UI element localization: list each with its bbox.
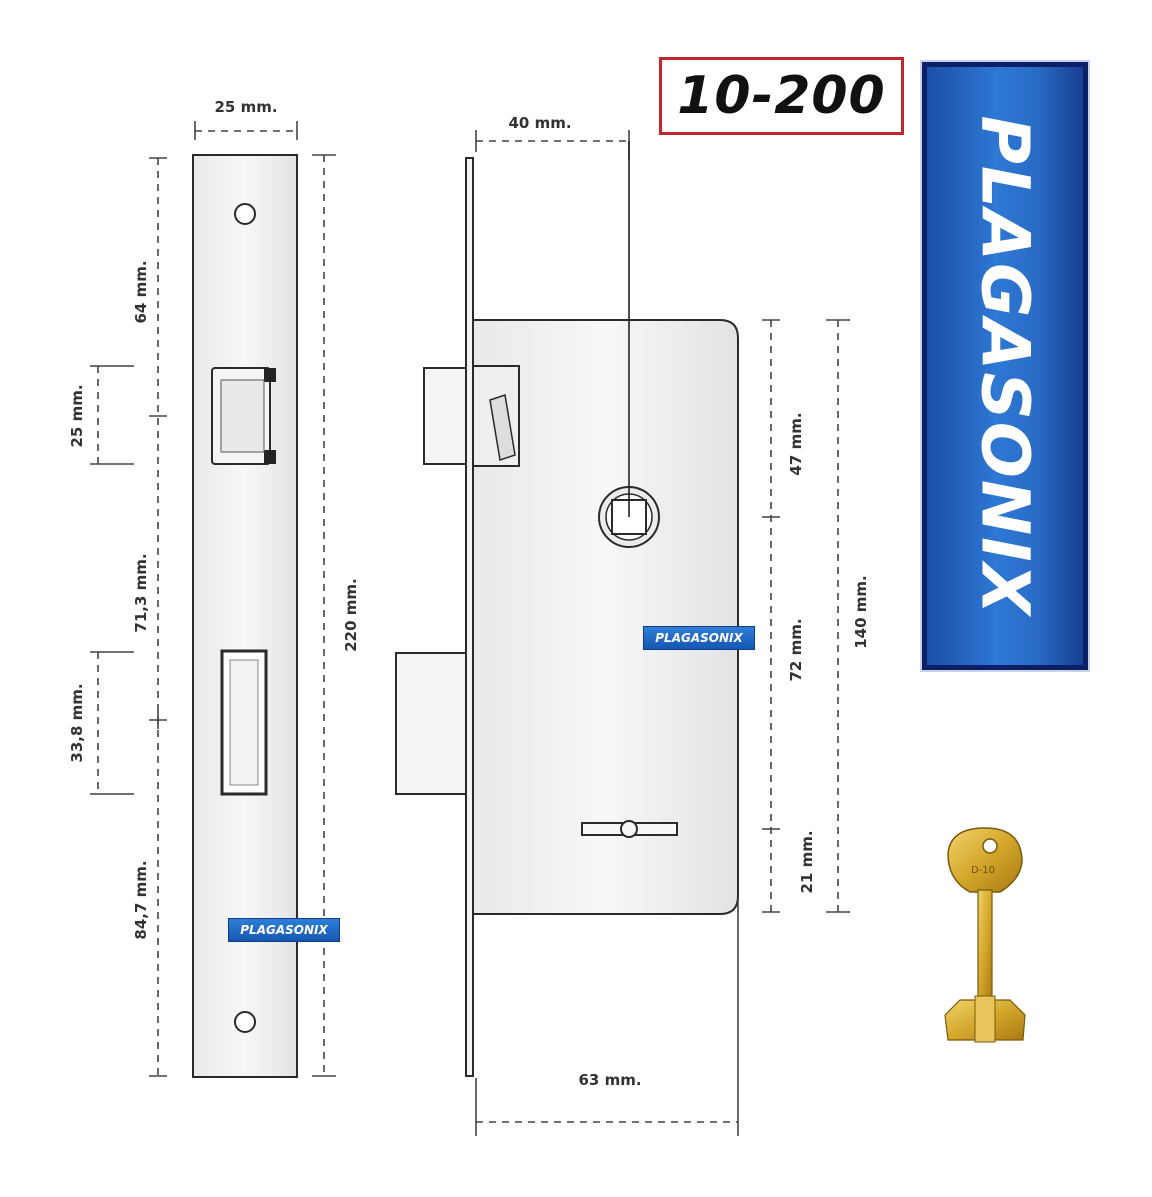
dim-faceplate-width-label: 25 mm.: [214, 98, 277, 116]
dim-backset-label: 40 mm.: [508, 114, 571, 132]
dim-spindle-to-keyhole-label: 72 mm.: [787, 618, 805, 681]
dim-body-depth: 63 mm.: [475, 900, 739, 1136]
dim-latch-height: 25 mm.: [68, 365, 134, 465]
lock-body-side-view: [395, 157, 739, 1077]
dim-bolt-height: 33,8 mm.: [68, 651, 134, 795]
key-label: D-10: [971, 865, 995, 876]
deadbolt: [395, 652, 467, 795]
faceplate-top-screw-hole: [234, 203, 256, 225]
model-label: 10-200: [677, 66, 886, 126]
dim-total-height-label: 220 mm.: [342, 578, 360, 652]
dim-bolt-height-label: 33,8 mm.: [68, 683, 86, 762]
latch-bolt: [423, 365, 520, 467]
dim-latch-height-label: 25 mm.: [68, 384, 86, 447]
dim-chain-left: 64 mm. 71,3 mm. 84,7 mm.: [132, 157, 167, 1077]
dim-faceplate-width: 25 mm.: [194, 98, 298, 140]
watermark-tag: PLAGASONIX: [643, 626, 755, 650]
faceplate-latch-opening: [211, 367, 276, 465]
dim-body-height: 140 mm.: [826, 319, 870, 913]
dim-backset: 40 mm.: [475, 114, 630, 517]
dim-keyhole-to-bottom-label: 21 mm.: [798, 830, 816, 893]
dim-body-depth-label: 63 mm.: [578, 1071, 641, 1089]
key-illustration: D-10: [944, 827, 1026, 1043]
brand-banner-text: PLAGASONIX: [966, 115, 1044, 617]
dim-upper-to-latch-label: 64 mm.: [132, 260, 150, 323]
model-label-box: 10-200: [659, 57, 904, 135]
brand-banner: PLAGASONIX: [920, 60, 1090, 672]
faceplate-bolt-opening: [220, 649, 268, 796]
watermark-tag: PLAGASONIX: [228, 918, 340, 942]
faceplate-bottom-screw-hole: [234, 1011, 256, 1033]
dim-body-height-label: 140 mm.: [852, 575, 870, 649]
dim-latch-to-bolt-label: 71,3 mm.: [132, 553, 150, 632]
dim-bolt-to-bottom-label: 84,7 mm.: [132, 860, 150, 939]
dim-top-to-spindle-label: 47 mm.: [787, 412, 805, 475]
keyhole: [581, 820, 678, 838]
dim-chain-right: 47 mm. 72 mm. 21 mm.: [762, 319, 816, 913]
